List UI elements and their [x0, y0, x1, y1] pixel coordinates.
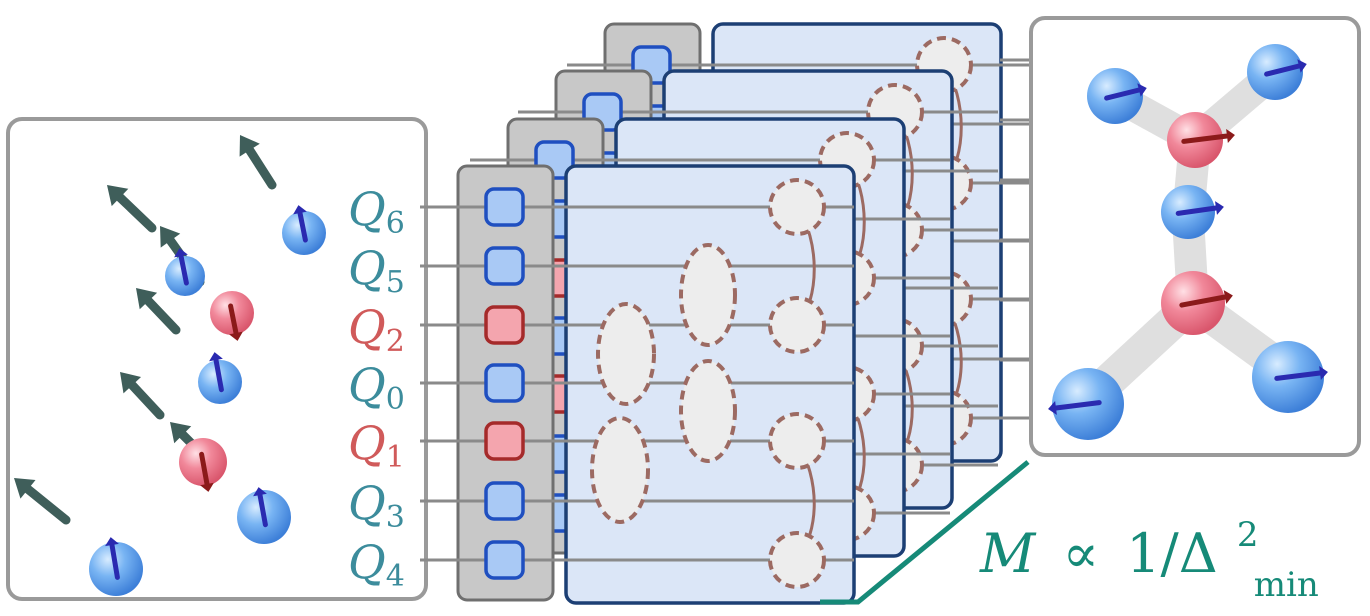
- qubit-box-5: [484, 481, 525, 521]
- qubit-label-2: Q2: [348, 300, 405, 359]
- formula-rhs: 1/Δ: [1126, 522, 1218, 585]
- spin-sphere-icon: [1161, 185, 1224, 239]
- qubit-box-0: [484, 187, 525, 227]
- formula-sub: min: [1254, 565, 1319, 605]
- single-qubit-gate-1: [768, 296, 826, 354]
- two-qubit-gate-3: [590, 416, 650, 524]
- spin-sphere-icon: [198, 352, 242, 404]
- qubit-label-letter: Q: [348, 241, 386, 295]
- molecule-panel: [1029, 16, 1361, 457]
- spin-up-arrow-icon: [136, 288, 181, 335]
- single-qubit-gate-0: [768, 178, 826, 236]
- single-qubit-gate-3: [768, 531, 826, 589]
- qubit-label-index: 0: [386, 382, 405, 417]
- spin-sphere-icon: [179, 438, 227, 492]
- spin-panel: [6, 117, 428, 601]
- qubit-label-letter: Q: [348, 358, 386, 412]
- qubit-label-letter: Q: [348, 182, 386, 236]
- qubit-label-index: 5: [386, 265, 405, 300]
- formula-rel: ∝: [1062, 522, 1099, 585]
- spin-sphere-icon: [282, 205, 326, 255]
- sample-count-bracket: [820, 460, 1030, 605]
- spin-spheres-group: [89, 205, 326, 596]
- two-qubit-gate-2: [679, 359, 737, 463]
- qubit-box-4: [484, 421, 525, 461]
- spin-up-arrow-icon: [120, 372, 165, 420]
- spin-up-arrow-icon: [107, 185, 157, 233]
- molecule-graph-icon: [1048, 44, 1328, 440]
- formula-sup: 2: [1237, 515, 1259, 555]
- spin-sphere-icon: [1161, 271, 1233, 335]
- spin-up-arrow-icon: [14, 478, 71, 525]
- spin-up-arrow-icon: [239, 135, 277, 190]
- spin-sphere-icon: [165, 248, 205, 296]
- qubit-label-letter: Q: [348, 476, 386, 530]
- spin-sphere-icon: [1087, 68, 1147, 124]
- spin-sphere-icon: [1247, 44, 1307, 100]
- qubit-label-index: 6: [386, 206, 405, 241]
- spin-sphere-icon: [89, 537, 143, 596]
- qubit-box-2: [484, 305, 525, 345]
- qubit-label-index: 1: [386, 440, 405, 475]
- qubit-box-1: [484, 246, 525, 286]
- two-qubit-gate-1: [679, 243, 737, 347]
- spin-sphere-icon: [237, 487, 291, 544]
- spin-sphere-icon: [1167, 112, 1235, 168]
- qubit-label-index: 3: [386, 500, 405, 535]
- qubit-box-3: [484, 363, 525, 403]
- qubit-label-index: 2: [386, 324, 405, 359]
- qubit-label-0: Q6: [348, 182, 405, 241]
- qubit-label-3: Q0: [348, 358, 405, 417]
- sample-count-formula: M ∝ 1/Δ 2 min: [979, 496, 1319, 605]
- qubit-label-6: Q4: [348, 535, 405, 594]
- spin-sphere-icon: [1252, 341, 1328, 413]
- spin-arrows-group: [14, 135, 277, 525]
- qubit-label-letter: Q: [348, 416, 386, 470]
- qubit-label-4: Q1: [348, 416, 405, 475]
- qubit-label-1: Q5: [348, 241, 405, 300]
- qubit-label-letter: Q: [348, 535, 386, 589]
- formula-lhs: M: [979, 522, 1037, 585]
- spin-sphere-icon: [1048, 368, 1124, 440]
- qubit-label-index: 4: [386, 559, 405, 594]
- spin-sphere-icon: [210, 291, 254, 341]
- qubit-box-6: [484, 540, 525, 580]
- circuit-layer-0: [420, 164, 856, 605]
- qubit-label-5: Q3: [348, 476, 405, 535]
- qubit-label-letter: Q: [348, 300, 386, 354]
- circuit-stack: [420, 22, 1047, 605]
- single-qubit-gate-2: [768, 412, 826, 470]
- two-qubit-gate-0: [596, 302, 656, 406]
